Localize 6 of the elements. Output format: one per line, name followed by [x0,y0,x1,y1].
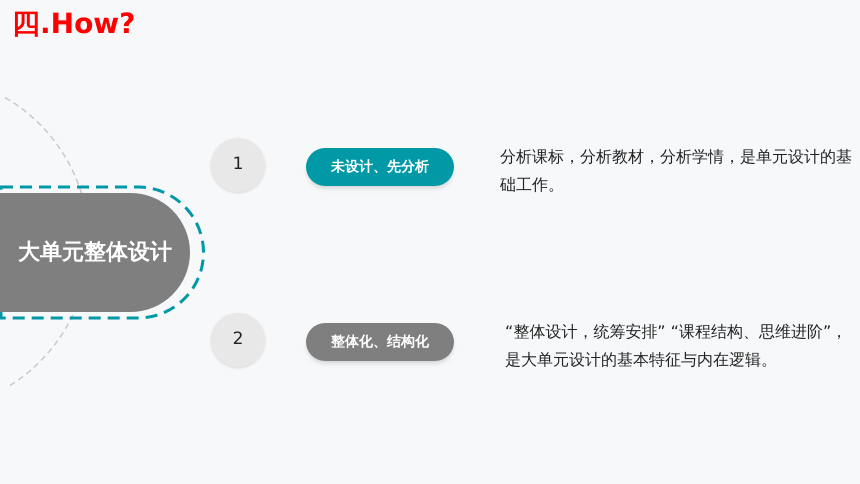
topic-pill: 大单元整体设计 [0,193,190,312]
description-text: 分析课标，分析教材，分析学情，是单元设计的基础工作。 [500,146,852,196]
step-pill: 未设计、先分析 [306,148,454,186]
slide-title: 四.How? [12,10,136,38]
description-text: “整体设计，统筹安排” “课程结构、思维进阶”，是大单元设计的基本特征与内在逻辑。 [505,321,848,371]
step-pill: 整体化、结构化 [306,323,454,361]
